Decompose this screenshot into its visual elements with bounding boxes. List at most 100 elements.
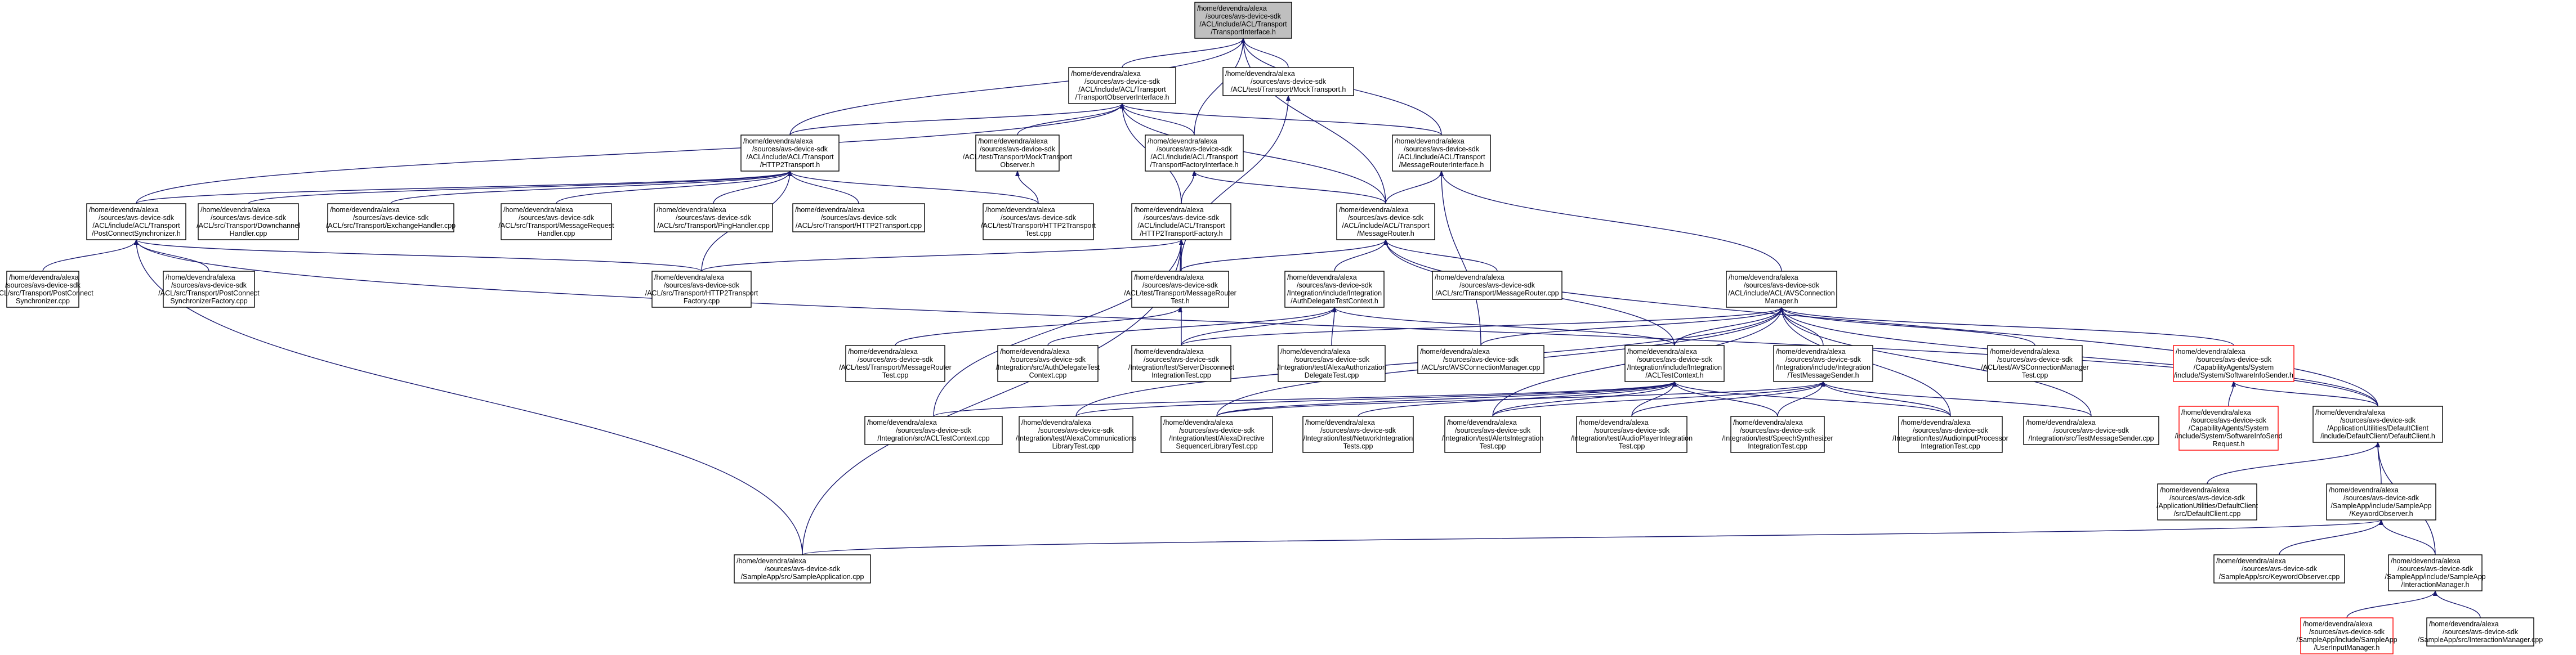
node-pcscpp[interactable]: /home/devendra/alexa/sources/avs-device-… xyxy=(0,271,93,308)
node-label-line: /home/devendra/alexa xyxy=(2026,419,2096,427)
node-avsconntest[interactable]: /home/devendra/alexa/sources/avs-device-… xyxy=(1981,345,2089,382)
node-downch[interactable]: /home/devendra/alexa/sources/avs-device-… xyxy=(197,203,300,240)
node-exch[interactable]: /home/devendra/alexa/sources/avs-device-… xyxy=(326,203,456,232)
node-avsconncpp[interactable]: /home/devendra/alexa/sources/avs-device-… xyxy=(1417,345,1544,374)
node-label-line: /include/DefaultClient/DefaultClient.h xyxy=(2320,432,2435,440)
node-box xyxy=(997,345,1099,382)
node-label-line: /Integration/test/AlexaDirective xyxy=(1169,434,1265,442)
node-label-line: /sources/avs-device-sdk xyxy=(676,214,752,222)
node-label-line: /home/devendra/alexa xyxy=(1990,348,2060,356)
node-obs[interactable]: /home/devendra/alexa/sources/avs-device-… xyxy=(1068,67,1176,104)
node-label-line: /home/devendra/alexa xyxy=(1776,348,1846,356)
edge-mrtest-to-mr xyxy=(1180,240,1386,272)
node-audioinput[interactable]: /home/devendra/alexa/sources/avs-device-… xyxy=(1892,416,2008,453)
node-netint[interactable]: /home/devendra/alexa/sources/avs-device-… xyxy=(1302,416,1414,453)
node-intmgrcpp[interactable]: /home/devendra/alexa/sources/avs-device-… xyxy=(2418,617,2543,647)
node-alexacomm[interactable]: /home/devendra/alexa/sources/avs-device-… xyxy=(1016,416,1136,453)
node-label-line: /PostConnectSynchronizer.h xyxy=(92,230,181,237)
node-tmsgsender[interactable]: /home/devendra/alexa/sources/avs-device-… xyxy=(1773,345,1873,382)
node-uinput[interactable]: /home/devendra/alexa/sources/avs-device-… xyxy=(2296,617,2398,654)
node-alexadir[interactable]: /home/devendra/alexa/sources/avs-device-… xyxy=(1160,416,1273,453)
edge-http2faccpp-to-http2fac xyxy=(701,240,1181,272)
node-label-line: /Integration/test/AlertsIntegration xyxy=(1442,434,1544,442)
node-mr[interactable]: /home/devendra/alexa/sources/avs-device-… xyxy=(1336,203,1435,240)
node-mocktr[interactable]: /home/devendra/alexa/sources/avs-device-… xyxy=(1222,67,1354,96)
node-label-line: /CapabilityAgents/System xyxy=(2189,424,2269,432)
node-label-line: /sources/avs-device-sdk xyxy=(1997,356,2073,364)
node-box xyxy=(1302,416,1414,453)
node-avsconn[interactable]: /home/devendra/alexa/sources/avs-device-… xyxy=(1726,271,1837,308)
node-label-line: /home/devendra/alexa xyxy=(1733,419,1803,427)
node-kwobs[interactable]: /home/devendra/alexa/sources/avs-device-… xyxy=(2326,483,2436,521)
node-label-line: /home/devendra/alexa xyxy=(503,206,573,214)
node-mri[interactable]: /home/devendra/alexa/sources/avs-device-… xyxy=(1392,134,1491,172)
node-mrtest[interactable]: /home/devendra/alexa/sources/avs-device-… xyxy=(1124,271,1236,308)
edge-mr-to-obs xyxy=(1122,104,1386,204)
node-label-line: /home/devendra/alexa xyxy=(978,137,1048,145)
node-label-line: /home/devendra/alexa xyxy=(1339,206,1409,214)
node-label-line: Tests.cpp xyxy=(1343,442,1373,450)
node-tfi[interactable]: /home/devendra/alexa/sources/avs-device-… xyxy=(1145,134,1244,172)
node-root[interactable]: /home/devendra/alexa/sources/avs-device-… xyxy=(1194,2,1292,39)
node-label-line: /SampleApp/include/SampleApp xyxy=(2331,502,2431,510)
node-http2faccpp[interactable]: /home/devendra/alexa/sources/avs-device-… xyxy=(645,271,758,308)
node-box xyxy=(1019,416,1133,453)
node-http2test[interactable]: /home/devendra/alexa/sources/avs-device-… xyxy=(981,203,1096,240)
node-http2fac[interactable]: /home/devendra/alexa/sources/avs-device-… xyxy=(1131,203,1231,240)
edge-http2cpp-to-http2 xyxy=(790,171,859,204)
node-msgreq[interactable]: /home/devendra/alexa/sources/avs-device-… xyxy=(498,203,614,240)
node-label-line: /sources/avs-device-sdk xyxy=(765,565,841,573)
edge-http2-to-obs xyxy=(789,104,1122,136)
node-audioplay[interactable]: /home/devendra/alexa/sources/avs-device-… xyxy=(1571,416,1693,453)
node-sampleapp[interactable]: /home/devendra/alexa/sources/avs-device-… xyxy=(734,554,871,584)
node-label-line: Test.cpp xyxy=(1025,230,1052,237)
node-acltctx[interactable]: /home/devendra/alexa/sources/avs-device-… xyxy=(1624,345,1725,382)
node-label-line: Handler.cpp xyxy=(230,230,267,237)
node-pcsfac[interactable]: /home/devendra/alexa/sources/avs-device-… xyxy=(158,271,260,308)
node-adtcctx[interactable]: /home/devendra/alexa/sources/avs-device-… xyxy=(996,345,1100,382)
node-label-line: Test.h xyxy=(1171,297,1189,305)
node-box xyxy=(734,554,871,584)
node-kwobscpp[interactable]: /home/devendra/alexa/sources/avs-device-… xyxy=(2213,554,2345,584)
node-label-line: /KeywordObserver.h xyxy=(2349,510,2413,518)
node-http2[interactable]: /home/devendra/alexa/sources/avs-device-… xyxy=(740,134,840,172)
node-acltctxcpp[interactable]: /home/devendra/alexa/sources/avs-device-… xyxy=(864,416,1003,445)
node-box xyxy=(1432,271,1562,300)
node-label-line: /SampleApp/src/KeywordObserver.cpp xyxy=(2219,573,2340,581)
node-label-line: /sources/avs-device-sdk xyxy=(2309,628,2385,636)
node-label-line: /home/devendra/alexa xyxy=(200,206,270,214)
edge-downch-to-http2 xyxy=(248,171,790,204)
node-label-line: /sources/avs-device-sdk xyxy=(1294,356,1370,364)
node-box xyxy=(2312,406,2443,443)
node-speechsynth[interactable]: /home/devendra/alexa/sources/avs-device-… xyxy=(1722,416,1833,453)
node-label-line: /home/devendra/alexa xyxy=(1435,273,1504,281)
node-swinfo[interactable]: /home/devendra/alexa/sources/avs-device-… xyxy=(2173,345,2294,382)
node-label-line: /Integration/src/TestMessageSender.cpp xyxy=(2028,434,2154,442)
node-label-line: /home/devendra/alexa xyxy=(657,206,726,214)
node-mockobs[interactable]: /home/devendra/alexa/sources/avs-device-… xyxy=(963,134,1073,172)
node-swinfosend[interactable]: /home/devendra/alexa/sources/avs-device-… xyxy=(2175,406,2283,451)
node-label-line: /sources/avs-device-sdk xyxy=(1744,281,1820,289)
node-tmsgcpp[interactable]: /home/devendra/alexa/sources/avs-device-… xyxy=(2023,416,2159,445)
node-pcs[interactable]: /home/devendra/alexa/sources/avs-device-… xyxy=(86,203,186,240)
node-label-line: /Integration/test/AlexaCommunications xyxy=(1016,434,1136,442)
node-mrcpp[interactable]: /home/devendra/alexa/sources/avs-device-… xyxy=(1432,271,1562,300)
node-servdisc[interactable]: /home/devendra/alexa/sources/avs-device-… xyxy=(1128,345,1235,382)
node-box xyxy=(1730,416,1825,453)
node-intmgr[interactable]: /home/devendra/alexa/sources/avs-device-… xyxy=(2385,554,2486,591)
node-box xyxy=(651,271,752,308)
node-authint[interactable]: /home/devendra/alexa/sources/avs-device-… xyxy=(1442,416,1544,453)
node-ping[interactable]: /home/devendra/alexa/sources/avs-device-… xyxy=(654,203,773,232)
node-label-line: /sources/avs-device-sdk xyxy=(752,145,828,153)
node-dc[interactable]: /home/devendra/alexa/sources/avs-device-… xyxy=(2312,406,2443,443)
node-label-line: IntegrationTest.cpp xyxy=(1921,442,1980,450)
node-alexaauth[interactable]: /home/devendra/alexa/sources/avs-device-… xyxy=(1277,345,1386,382)
node-label-line: SynchronizerFactory.cpp xyxy=(170,297,247,305)
node-dccpp[interactable]: /home/devendra/alexa/sources/avs-device-… xyxy=(2157,483,2258,521)
node-mrtestcpp[interactable]: /home/devendra/alexa/sources/avs-device-… xyxy=(839,345,952,382)
node-authdel[interactable]: /home/devendra/alexa/sources/avs-device-… xyxy=(1284,271,1385,308)
node-box xyxy=(845,345,945,382)
node-http2cpp[interactable]: /home/devendra/alexa/sources/avs-device-… xyxy=(792,203,925,232)
node-label-line: /home/devendra/alexa xyxy=(330,206,400,214)
